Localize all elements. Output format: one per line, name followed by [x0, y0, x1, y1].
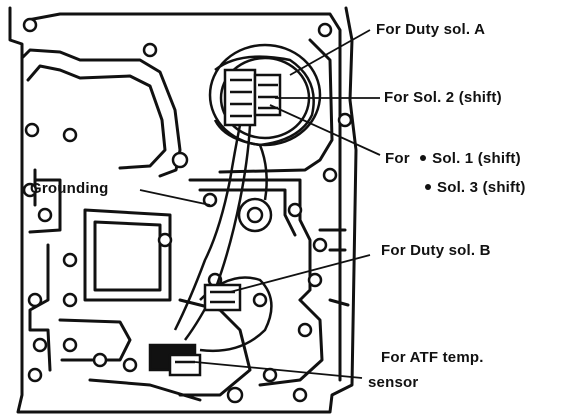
bullet-icon: [425, 184, 431, 191]
leader-atf-temp-sensor: [194, 361, 363, 379]
label-sol-2: For Sol. 2 (shift): [384, 89, 502, 106]
leader-duty-sol-a: [289, 29, 371, 76]
label-sol-3: Sol. 3 (shift): [425, 180, 526, 195]
label-grounding: Grounding: [30, 180, 109, 197]
bolt-holes: [22, 17, 353, 404]
leader-sol-1-3: [269, 104, 381, 156]
leader-duty-sol-b: [229, 254, 371, 293]
label-sol-1-prefix: For: [385, 150, 410, 167]
leader-lines: [139, 29, 381, 379]
leader-grounding: [139, 189, 211, 206]
bullet-icon: [420, 155, 427, 162]
label-duty-sol-b: For Duty sol. B: [381, 242, 491, 259]
label-sol-1: For Sol. 1 (shift): [385, 151, 521, 166]
label-sol-1-text: Sol. 1 (shift): [432, 150, 521, 167]
upper-solenoid-harness: [173, 43, 322, 341]
label-atf-temp: For ATF temp.: [381, 349, 484, 366]
lower-solenoid-harness: [148, 276, 273, 377]
label-duty-sol-a: For Duty sol. A: [376, 21, 486, 38]
label-atf-sensor: sensor: [368, 374, 419, 391]
label-sol-3-text: Sol. 3 (shift): [437, 179, 526, 196]
